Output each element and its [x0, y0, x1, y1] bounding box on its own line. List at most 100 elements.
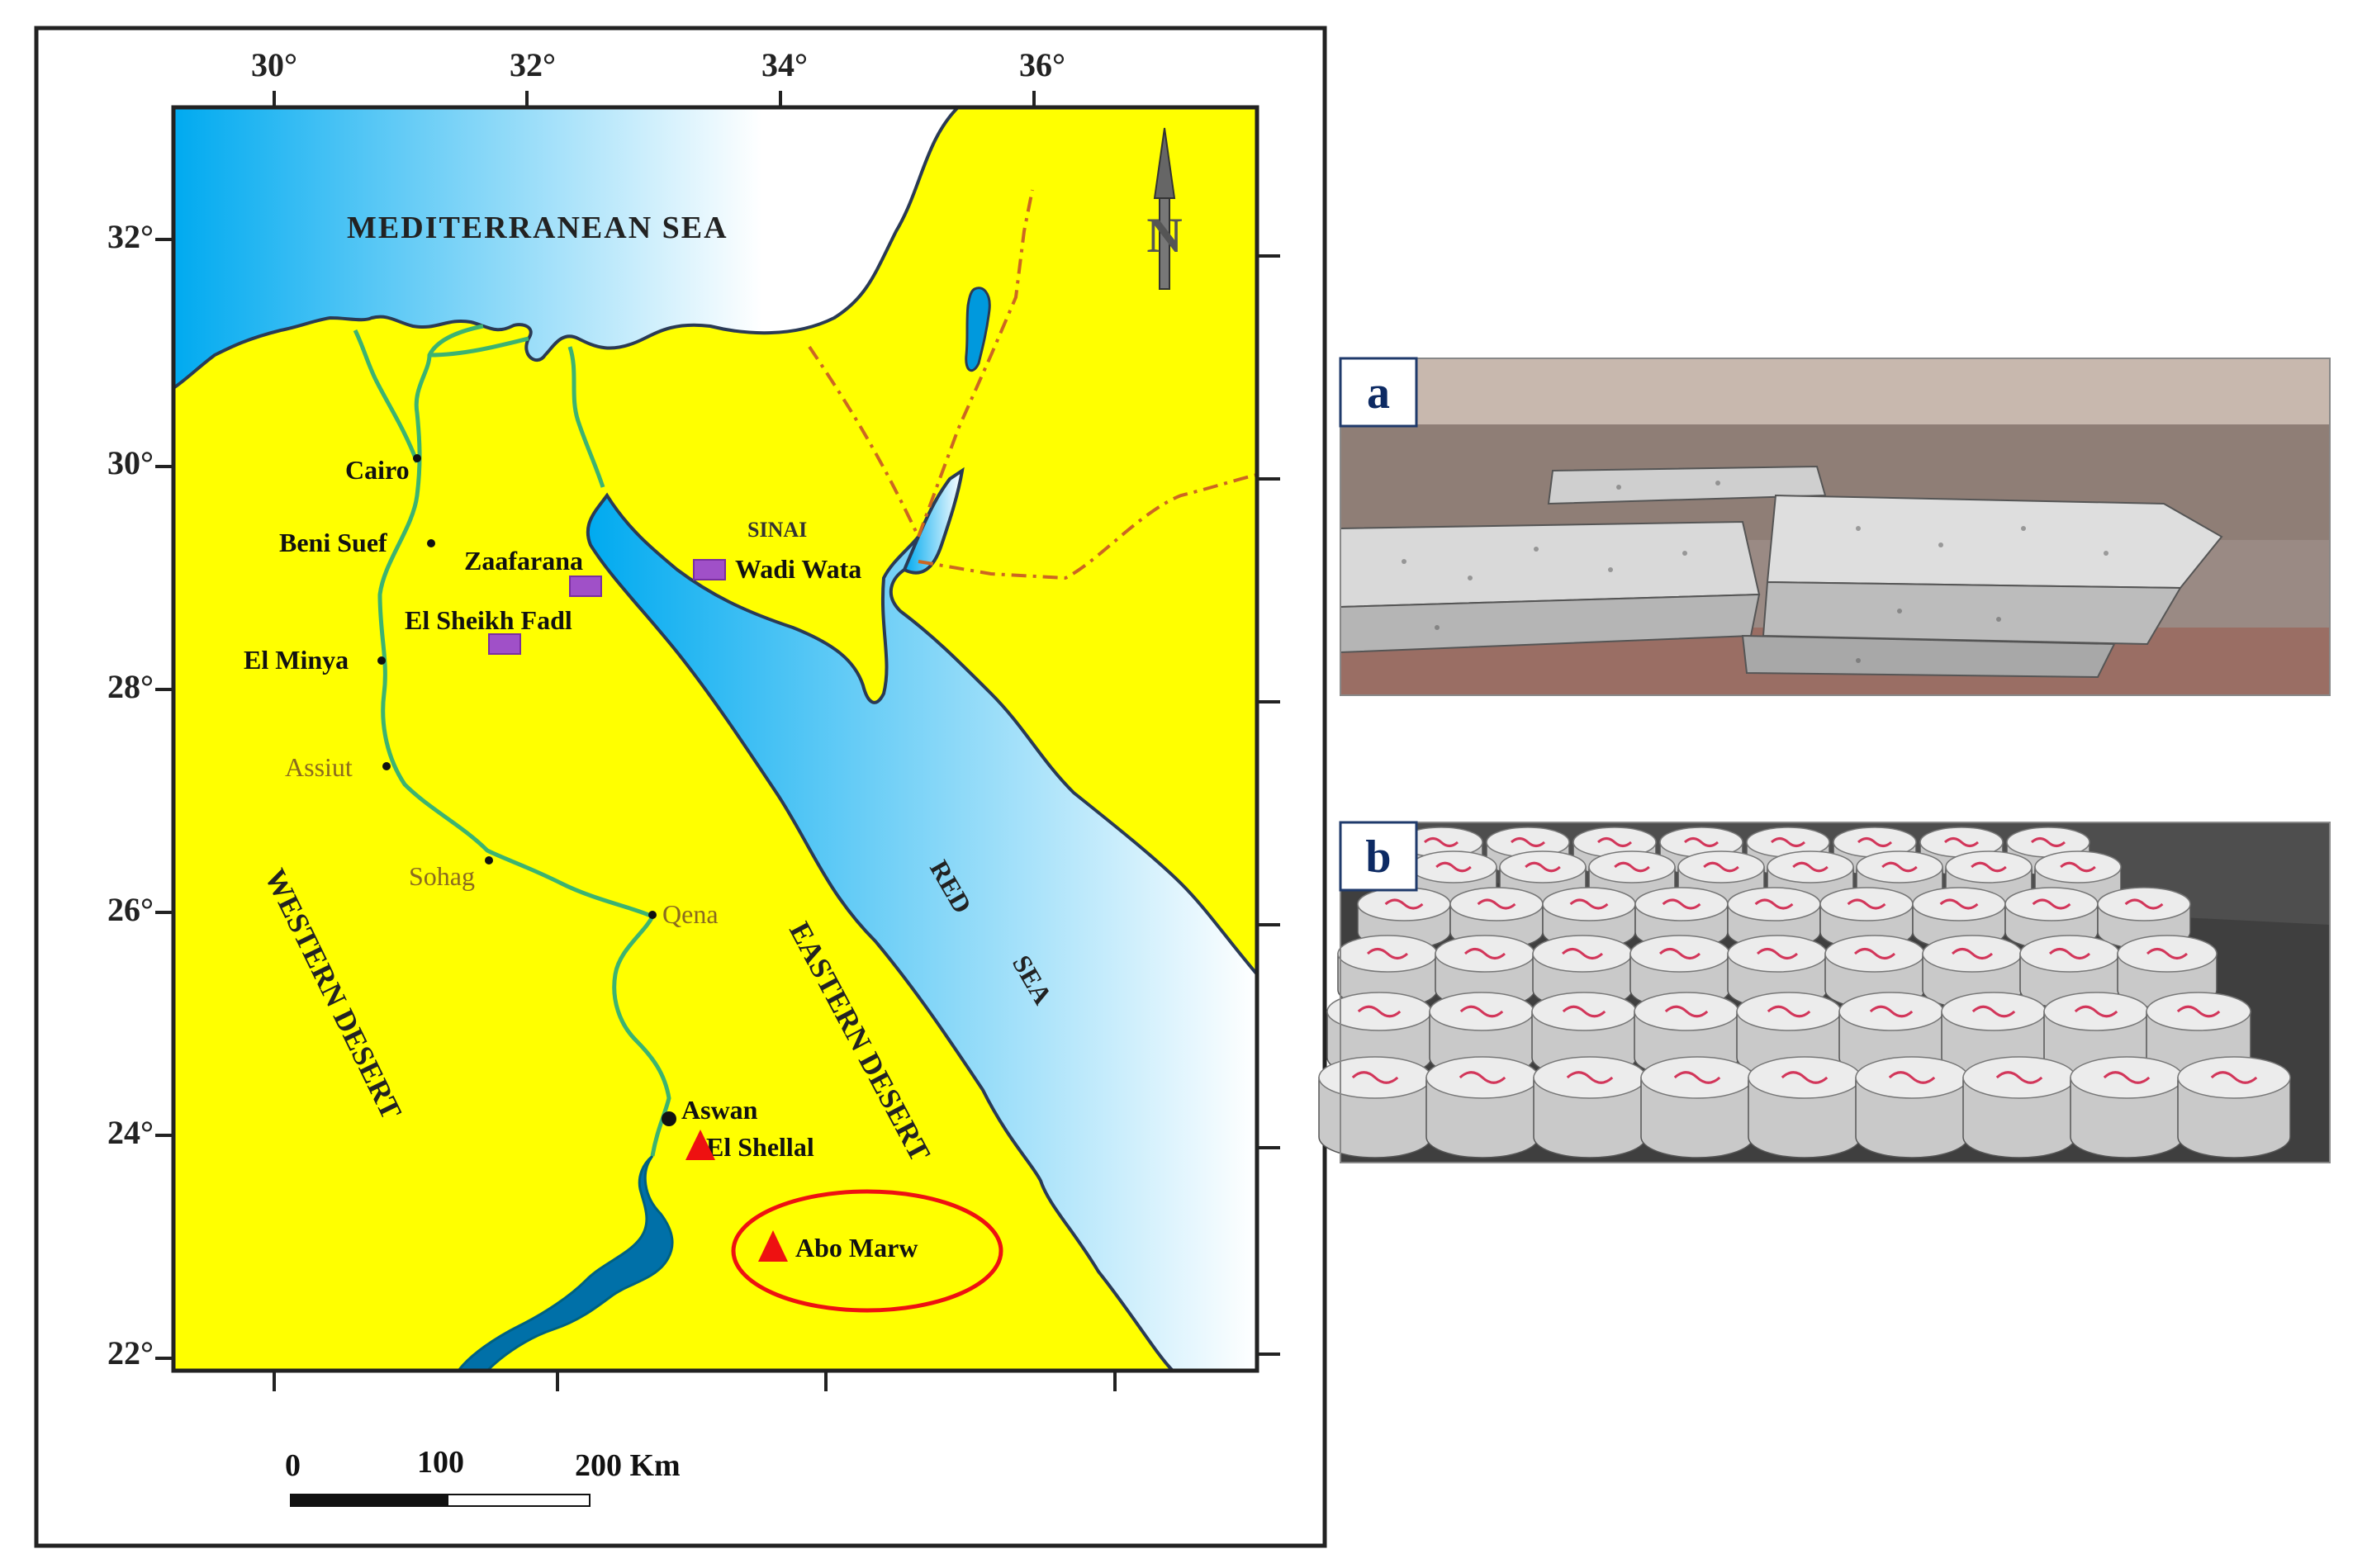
site-label: Zaafarana: [464, 546, 583, 576]
city-dot: [377, 656, 386, 665]
city-label: Cairo: [345, 455, 410, 485]
triangle-marker-el-shellal: [685, 1130, 715, 1160]
photo-b: [1318, 822, 2331, 1163]
core-sample-marking: [1939, 898, 1979, 910]
core-sample-marking: [1510, 837, 1546, 847]
core-sample-marking: [2103, 1071, 2151, 1084]
core-sample-marking: [1971, 861, 2007, 873]
scale-label: 100: [417, 1445, 464, 1480]
core-sample-marking: [1463, 948, 1506, 959]
core-sample-marking: [2124, 898, 2164, 910]
core-sample-marking: [1781, 1071, 1829, 1084]
core-sample-marking: [1995, 1071, 2043, 1084]
panel-label-a: a: [1339, 357, 1418, 428]
triangle-marker-abo-marw: [758, 1230, 788, 1262]
nile-delta-west: [353, 329, 420, 463]
core-sample-marking: [1767, 1005, 1811, 1018]
core-sample-marking: [1971, 1005, 2016, 1018]
nile-delta-east: [429, 336, 529, 358]
core-sample-marking: [1566, 1071, 1614, 1084]
core-sample-marking: [1881, 861, 1918, 873]
core-sample-marking: [2032, 898, 2071, 910]
panel-label-a-text: a: [1367, 367, 1390, 419]
core-sample-marking: [2146, 948, 2189, 959]
city-label: Qena: [662, 899, 719, 929]
lon-tick-label: 30°: [251, 46, 297, 83]
site-label: Wadi Wata: [735, 554, 861, 584]
site-marker-el-sheikh-fadl: [488, 633, 521, 655]
lon-tick-label: 32°: [510, 46, 556, 83]
core-sample-marking: [1853, 948, 1896, 959]
suez-canal: [567, 346, 605, 488]
core-sample-marking: [1658, 948, 1701, 959]
scale-label: 200 Km: [575, 1448, 681, 1483]
lat-tick-label: 22°: [107, 1334, 154, 1371]
core-sample-marking: [1351, 1071, 1399, 1084]
mediterranean-label: MEDITERRANEAN SEA: [347, 211, 728, 245]
core-sample-marking: [1562, 1005, 1606, 1018]
core-sample-marking: [1792, 861, 1829, 873]
site-marker-wadi-wata: [693, 559, 726, 580]
city-dot: [485, 856, 493, 865]
north-arrow: N: [1146, 127, 1183, 290]
core-sample-marking: [1662, 898, 1701, 910]
core-sample-marking: [2210, 1071, 2258, 1084]
core-sample-marking: [1423, 837, 1459, 847]
city-dot: [382, 762, 391, 770]
north-arrow-label: N: [1146, 208, 1182, 263]
lat-tick-label: 28°: [107, 668, 154, 705]
lat-tick-label: 24°: [107, 1114, 154, 1151]
core-sample-marking: [1951, 948, 1994, 959]
site-label: Abo Marw: [795, 1233, 918, 1262]
core-sample-marking: [2176, 1005, 2221, 1018]
site-label: El Sheikh Fadl: [405, 605, 572, 635]
core-sample-marking: [1847, 898, 1886, 910]
lon-tick-label: 36°: [1019, 46, 1065, 83]
city-label: El Minya: [244, 645, 349, 675]
city-dot: [427, 539, 435, 547]
sinai-label: SINAI: [747, 518, 807, 542]
core-sample-marking: [1683, 837, 1720, 847]
core-sample: [2177, 1077, 2291, 1158]
site-marker-zaafarana: [569, 576, 602, 597]
city-dot: [648, 911, 657, 919]
city-dot: [662, 1111, 676, 1126]
core-sample-marking: [1459, 1005, 1504, 1018]
mediterranean-sea: [173, 107, 961, 391]
core-sample-marking: [1435, 861, 1472, 873]
lake-nasser: [457, 1154, 674, 1371]
core-sample-marking: [1943, 837, 1980, 847]
nile-river: [377, 324, 671, 1157]
border-line: [917, 189, 1034, 538]
core-sample-marking: [1869, 1005, 1914, 1018]
city-dot: [413, 454, 421, 462]
core-sample-marking: [1614, 861, 1650, 873]
core-sample-marking: [1525, 861, 1561, 873]
lat-tick-label: 26°: [107, 891, 154, 928]
scale-label: 0: [285, 1448, 301, 1483]
core-sample-marking: [1384, 898, 1424, 910]
city-label: Assiut: [285, 752, 353, 782]
core-sample-marking: [1569, 898, 1609, 910]
core-sample-marking: [1596, 837, 1633, 847]
core-sample-marking: [1756, 948, 1799, 959]
core-sample-marking: [1888, 1071, 1936, 1084]
core-sample-marking: [2060, 861, 2096, 873]
core-sample-marking: [1459, 1071, 1506, 1084]
target-area-ellipse: [731, 1189, 1003, 1313]
city-label: Beni Suef: [279, 528, 387, 557]
core-sample-marking: [1561, 948, 1604, 959]
scale-bar: 0 100 200 Km: [285, 1445, 681, 1507]
core-sample-marking: [1703, 861, 1739, 873]
border-line: [808, 345, 920, 538]
site-label: El Shellal: [706, 1132, 814, 1162]
core-sample-marking: [1857, 837, 1893, 847]
red-sea: [586, 492, 1257, 1371]
core-sample-marking: [1673, 1071, 1721, 1084]
core-sample-marking: [2048, 948, 2091, 959]
map-area: [173, 107, 1257, 1371]
core-sample-marking: [1770, 837, 1806, 847]
map-frame: [171, 105, 1259, 1373]
tick-marks: [155, 91, 1280, 1391]
